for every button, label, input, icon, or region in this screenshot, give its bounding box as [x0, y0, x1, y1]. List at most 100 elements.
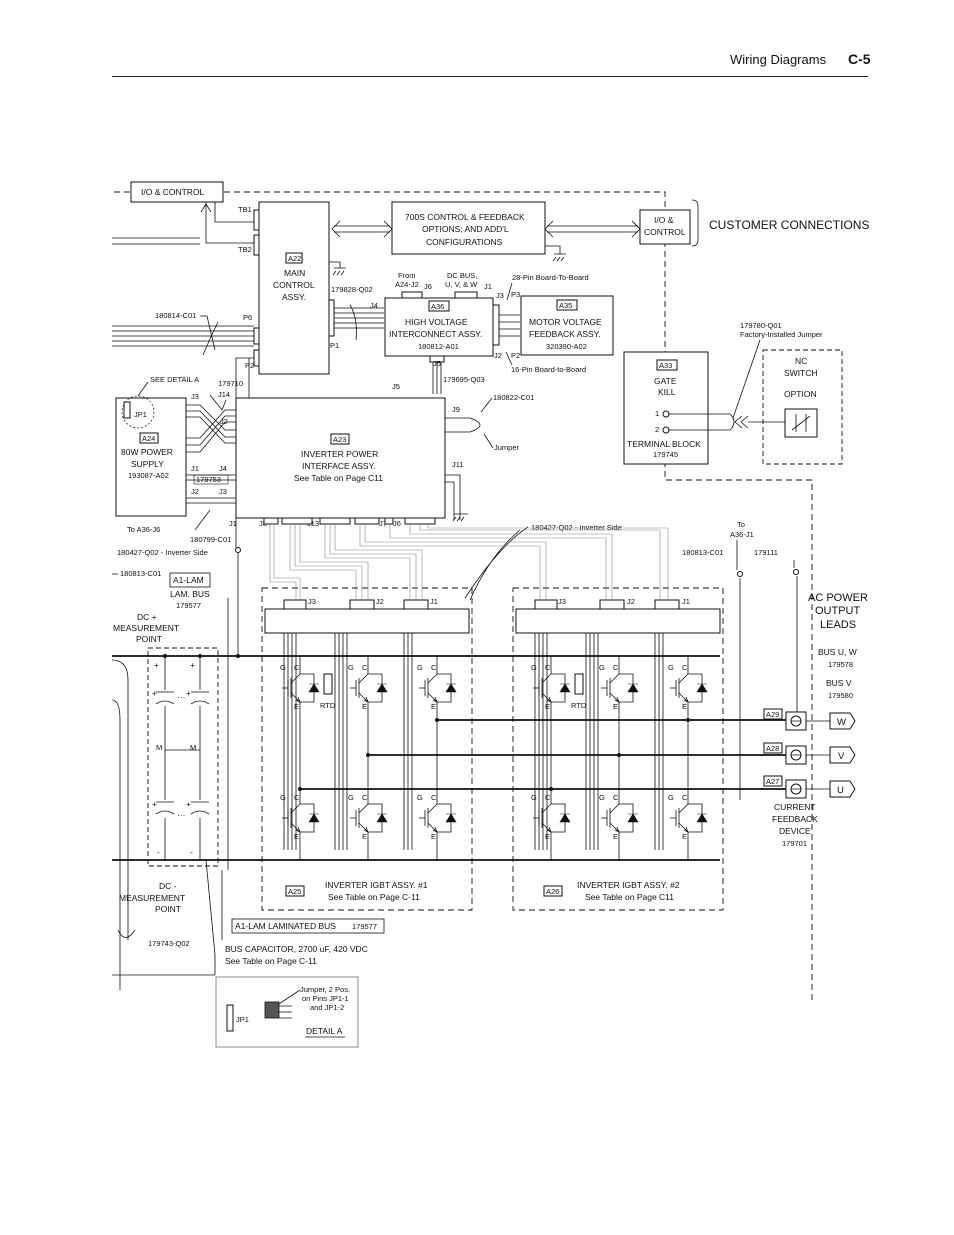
a1-lam-full-label: A1-LAM LAMINATED BUS — [235, 921, 336, 931]
cap-plus-6: + — [186, 799, 191, 809]
cap-minus-1: - — [157, 847, 160, 857]
detail-jumper — [264, 1001, 280, 1019]
cable-180427-left-label: 180427-Q02 - Inverter Side — [117, 548, 208, 557]
igbt-c-label: C — [613, 663, 619, 672]
cable-179828-label: 179828-Q02 — [331, 285, 373, 294]
terminal — [662, 426, 670, 434]
j1-pwr-label: J1 — [191, 464, 199, 473]
bus-v-label: BUS V — [826, 678, 852, 688]
g1-j2-label: J2 — [376, 597, 384, 606]
a22-label-3: ASSY. — [282, 292, 306, 302]
pin16-label: 16-Pin Board-to-Board — [511, 365, 586, 374]
jumper-loop — [445, 417, 481, 433]
a29-tag-label: A29 — [766, 710, 779, 719]
terminal-w — [829, 712, 856, 730]
igbt-g-label: G — [531, 663, 537, 672]
junction — [236, 654, 240, 658]
junction — [298, 787, 302, 791]
bus-uw-pn: 179578 — [828, 660, 853, 669]
cap-plus-4: + — [186, 688, 191, 698]
igbt-c-label: C — [545, 663, 551, 672]
cur-fb-pn: 179701 — [782, 839, 807, 848]
igbt-e-label: E — [613, 832, 618, 841]
j3-pwr-label: J3 — [191, 392, 199, 401]
a36-tag-label: A36 — [431, 302, 444, 311]
j1-top-label: J1 — [484, 282, 492, 291]
io-control-label: I/O & CONTROL — [141, 187, 205, 197]
detail-a-box — [215, 976, 359, 1048]
a22-main-control-box — [258, 201, 330, 375]
arrow — [209, 394, 227, 411]
diode-icon — [445, 813, 457, 823]
leader — [278, 989, 301, 1005]
wire — [432, 362, 442, 394]
a35-label-1: MOTOR VOLTAGE — [529, 317, 602, 327]
j2-top-label: J2 — [494, 351, 502, 360]
igbt-assy-2-box — [512, 587, 724, 911]
a1-lam-label: A1-LAM — [173, 575, 204, 585]
detail-jp1-label: JP1 — [236, 1015, 249, 1024]
ground-icon — [545, 245, 566, 262]
junction — [617, 753, 621, 757]
igbt-e-label: E — [545, 832, 550, 841]
connector — [253, 209, 260, 231]
wire-harness — [186, 404, 236, 453]
a27-tag-label: A27 — [766, 777, 779, 786]
bus-arrow — [547, 225, 638, 233]
junction — [198, 654, 202, 658]
diode-icon — [696, 683, 708, 693]
igbt-g-label: G — [668, 793, 674, 802]
g2-j2-label: J2 — [627, 597, 635, 606]
bus-cap-label-1: BUS CAPACITOR, 2700 uF, 420 VDC — [225, 944, 368, 954]
bus-uw-label: BUS U, W — [818, 647, 857, 657]
diode-icon — [559, 813, 571, 823]
wire — [205, 202, 256, 244]
bus-arrow — [334, 225, 390, 233]
io-right-label-2: CONTROL — [644, 227, 686, 237]
terminal — [737, 571, 743, 577]
wire — [806, 720, 830, 790]
cable-180427-mid-label: 180427-Q02 - Inverter Side — [531, 523, 622, 532]
cable-179753-label: 179753 — [196, 475, 221, 484]
wire — [235, 518, 239, 656]
wire — [112, 237, 200, 245]
customer-connections-label: CUSTOMER CONNECTIONS — [709, 218, 869, 232]
terminal — [793, 569, 799, 575]
wire — [186, 474, 236, 504]
igbt-e-label: E — [294, 832, 299, 841]
from-label-2: A24-J2 — [395, 280, 419, 289]
phase-w-label: W — [837, 717, 846, 728]
cap-m-1: M — [156, 743, 162, 752]
a26-tag-label: A26 — [546, 887, 559, 896]
dcp-label-2: MEASUREMENT — [113, 623, 179, 633]
cable-179743-label: 179743-Q02 — [148, 939, 190, 948]
igbt-c-label: C — [294, 793, 300, 802]
p6-label: P6 — [243, 313, 252, 322]
igbt-e-label: E — [682, 832, 687, 841]
a25-tag — [285, 885, 305, 897]
ac-output-label-2: OUTPUT — [815, 605, 861, 617]
a36-label-2: INTERCONNECT ASSY. — [389, 329, 482, 339]
detail-jumper-header — [226, 1004, 234, 1032]
jumper-label: Jumper — [494, 443, 520, 452]
leader — [194, 509, 211, 531]
igbt-g-label: G — [348, 663, 354, 672]
detail-jumper-label-1: Jumper, 2 Pos. — [300, 985, 350, 994]
j3-a23-label: J3 — [219, 487, 227, 496]
dcm-label-2: MEASUREMENT — [119, 893, 185, 903]
rtd-label-2: RTD — [571, 701, 587, 710]
junction — [366, 753, 370, 757]
connector — [328, 299, 335, 337]
cap-plus-1: + — [154, 660, 159, 670]
dcm-label-3: POINT — [155, 904, 181, 914]
a24-tag — [139, 432, 159, 444]
leader — [205, 859, 216, 975]
igbt-e-label: E — [431, 832, 436, 841]
igbt-c-label: C — [682, 663, 688, 672]
wire — [793, 560, 798, 720]
nc-label: NC — [795, 356, 807, 366]
detail-jumper-label-2: on Pins JP1-1 — [302, 994, 349, 1003]
a27-tag — [763, 775, 783, 787]
igbt-e-label: E — [613, 702, 618, 711]
